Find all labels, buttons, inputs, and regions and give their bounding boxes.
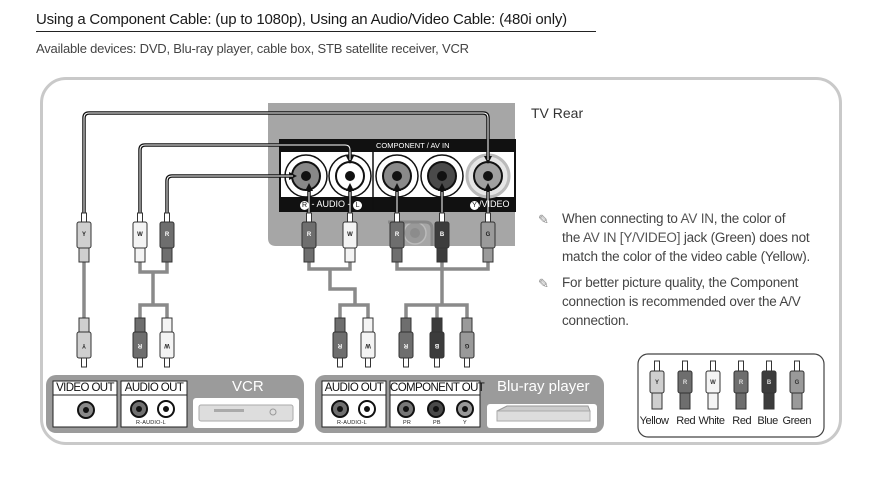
- note-av-in-color: ✎ When connecting to AV IN, the color of…: [538, 211, 811, 264]
- tv-jack-audio-r: [284, 154, 328, 198]
- plug-letter: W: [137, 232, 143, 238]
- legend-label-red: Red: [676, 415, 696, 427]
- plug-tv-pb-blue: B: [434, 212, 450, 263]
- vcr-device: [46, 375, 304, 433]
- tv-jack-y-video: [465, 153, 511, 199]
- plug-letter: B: [434, 342, 439, 348]
- legend-label-white: White: [698, 415, 726, 427]
- legend-plug-green: G: [789, 360, 805, 410]
- plug-letter: B: [440, 232, 445, 238]
- title-underline: [36, 31, 596, 32]
- plug-letter: Y: [82, 342, 86, 348]
- bluray-pb-label: PB: [433, 420, 441, 426]
- plug-bluray-pb-blue: B: [429, 317, 445, 368]
- legend-plug-letter: R: [739, 380, 744, 386]
- plug-letter: W: [365, 342, 371, 348]
- available-devices-text: Available devices: DVD, Blu-ray player, …: [36, 41, 469, 56]
- plug-vcr-top-yellow: Y: [76, 212, 92, 263]
- tv-jack-pb: [420, 154, 464, 198]
- tv-panel-label: COMPONENT / AV IN: [376, 141, 450, 150]
- plug-letter: Y: [82, 232, 86, 238]
- bluray-audio-out-label: AUDIO OUT: [324, 382, 384, 394]
- plug-bluray-y-green: G: [459, 317, 475, 368]
- legend-plug-red: R: [677, 360, 693, 410]
- legend-plug-blue: B: [761, 360, 777, 410]
- legend-plug-letter: G: [795, 380, 800, 386]
- bluray-y-label: Y: [463, 420, 467, 426]
- plug-letter: G: [464, 342, 469, 348]
- tv-video-label: Y/VIDEO: [470, 199, 510, 210]
- legend-label-green: Green: [782, 415, 812, 427]
- plug-vcr-bottom-white: W: [159, 317, 175, 368]
- bluray-name: Blu-ray player: [497, 378, 590, 395]
- plug-letter: R: [403, 342, 408, 348]
- plug-letter: W: [347, 232, 353, 238]
- vcr-audio-sub-label: R-AUDIO-L: [136, 420, 166, 426]
- legend-plug-white: W: [705, 360, 721, 410]
- gray-cable-bundles: [82, 262, 490, 322]
- bluray-component-out-label: COMPONENT OUT: [390, 382, 485, 394]
- note-component-recommended: ✎ For better picture quality, the Compon…: [538, 275, 801, 328]
- plug-letter: W: [164, 342, 170, 348]
- legend-plug-letter: Y: [655, 380, 659, 386]
- pencil-note-icon: ✎: [538, 276, 549, 291]
- plug-vcr-top-red: R: [159, 212, 175, 263]
- vcr-video-out-label: VIDEO OUT: [56, 382, 114, 394]
- vcr-audio-out-label: AUDIO OUT: [124, 382, 184, 394]
- bluray-audio-sub-label: R-AUDIO-L: [337, 420, 367, 426]
- tv-audio-label: R - AUDIO - L: [300, 199, 363, 210]
- plug-tv-audio-white: W: [342, 212, 358, 263]
- plug-vcr-bottom-yellow: Y: [76, 317, 92, 368]
- page-title: Using a Component Cable: (up to 1080p), …: [36, 11, 567, 28]
- rca-plugs: Y W R Y R W R W R B G R W R B G: [76, 212, 496, 368]
- plug-letter: R: [337, 342, 342, 348]
- plug-letter: R: [395, 232, 400, 238]
- plug-letter: R: [165, 232, 170, 238]
- plug-tv-y-green: G: [480, 212, 496, 263]
- plug-bluray-pr-red: R: [398, 317, 414, 368]
- plug-vcr-bottom-red: R: [132, 317, 148, 368]
- vcr-name: VCR: [232, 378, 264, 395]
- legend-plug-letter: B: [767, 380, 772, 386]
- plug-letter: G: [486, 232, 491, 238]
- pencil-note-icon: ✎: [538, 212, 549, 227]
- legend-label-blue: Blue: [757, 415, 778, 427]
- plug-bluray-audio-red: R: [332, 317, 348, 368]
- legend-label-red: Red: [732, 415, 752, 427]
- bluray-pr-label: PR: [403, 420, 412, 426]
- legend-plug-letter: R: [683, 380, 688, 386]
- legend-label-yellow: Yellow: [639, 415, 669, 427]
- plug-tv-pr-red: R: [389, 212, 405, 263]
- plug-tv-audio-red: R: [301, 212, 317, 263]
- legend-plug-yellow: Y: [649, 360, 665, 410]
- plug-bluray-audio-white: W: [360, 317, 376, 368]
- plug-letter: R: [307, 232, 312, 238]
- tv-rear-label: TV Rear: [531, 105, 584, 121]
- legend-plug-red: R: [733, 360, 749, 410]
- legend-plug-letter: W: [710, 380, 716, 386]
- plug-vcr-top-white: W: [132, 212, 148, 263]
- diagram-frame: [40, 77, 842, 445]
- bluray-device: [315, 375, 604, 433]
- plug-letter: R: [137, 342, 142, 348]
